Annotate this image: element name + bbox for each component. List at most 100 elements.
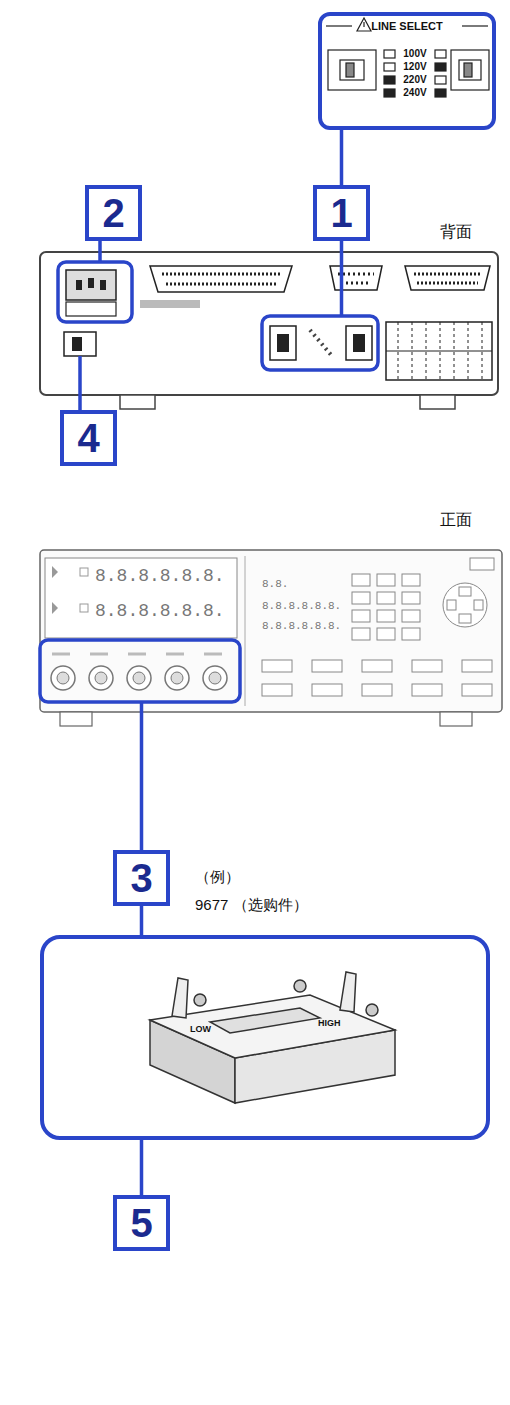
key [459,587,471,596]
voltage-label: 100V [400,48,430,60]
terminal-marking: LOW [190,1024,211,1035]
callout-box: 1 [313,185,370,241]
leader-line [340,238,344,316]
callout-number: 3 [117,854,166,902]
terminal-core [171,672,183,684]
indicator [52,566,58,578]
display-digits: 8.8.8.8.8.8. [95,601,225,623]
foot [440,712,472,726]
foot [420,395,455,409]
foot [120,395,155,409]
rs232c-connector [330,266,382,290]
header-rule [462,25,488,26]
rating-plate [140,300,200,308]
connector-pins [341,282,371,285]
key [402,574,420,586]
position-icon [435,50,446,58]
key-grid [262,558,494,696]
switch-knob [353,334,365,352]
highlight-outline [262,316,378,370]
key [402,628,420,640]
line-select-inset: LINE SELECT100V120V220V240V [318,12,496,130]
heat-sink-fin [412,322,413,380]
front-housing [40,550,502,712]
terminal [51,666,75,690]
key [470,558,494,570]
display-digits: 8.8.8.8.8.8. [95,566,225,588]
position-icon [435,76,446,84]
fixture-ear [340,972,356,1012]
terminal-core [57,672,69,684]
key [377,574,395,586]
inlet-pin [100,280,106,290]
key [362,684,392,696]
voltage-switch [346,326,372,360]
leader-line [98,238,102,262]
leader-lines [80,238,342,850]
warning-mark [363,22,364,27]
position-icon [435,89,446,97]
leader-line [140,906,144,935]
view-label: 正面 [440,510,472,529]
voltage-label: 220V [400,74,430,86]
fixture-frame: LOW HIGH [40,935,490,1140]
heat-sink [386,322,492,380]
view-label: 背面 [440,222,472,241]
power-switch [64,332,96,356]
callout-box: 2 [85,185,142,241]
power-inlet [66,270,116,300]
unit-mark [80,604,88,612]
switch-slot [459,60,481,80]
key [312,660,342,672]
highlight-outline [40,640,240,702]
panel-heading: LINE SELECT [322,20,492,33]
connector-pins [162,273,280,276]
display-digits: 8.8. [262,578,288,591]
rear-panel [40,252,498,409]
terminal [165,666,189,690]
connector-pins [338,273,374,276]
inlet-pin [88,278,94,288]
callout-number: 1 [317,189,366,237]
connector-pins [166,283,276,286]
fixture-knob [294,980,306,992]
key [352,574,370,586]
position-icon [384,50,395,58]
header-rule [326,25,352,26]
heat-sink-fin [398,322,399,380]
highlight-outline [58,262,132,322]
key [377,592,395,604]
gpib-connector [405,266,490,290]
slide-switch [328,50,376,90]
terminal-markings [52,653,230,656]
key [262,684,292,696]
key [312,684,342,696]
heat-sink-fin [454,322,455,380]
terminal-core [95,672,107,684]
key [412,684,442,696]
key [459,614,471,623]
switch-knob [277,334,289,352]
terminal-marking: HIGH [318,1018,341,1029]
position-icon [384,63,395,71]
leader-line [140,1140,144,1195]
indicator [52,602,58,614]
terminal [127,666,151,690]
inlet-pin [76,280,82,290]
switch-knob [464,63,472,77]
key [462,660,492,672]
key [262,660,292,672]
fuse-holder [66,302,116,316]
heat-sink-fin [440,322,441,380]
leader-line [140,702,144,850]
callout-number: 5 [117,1199,166,1247]
key [352,592,370,604]
unit-mark [80,568,88,576]
arrow-pad [443,583,487,627]
voltage-switch [270,326,296,360]
connector-pins [417,282,478,285]
front-panel [40,550,502,726]
key [412,660,442,672]
